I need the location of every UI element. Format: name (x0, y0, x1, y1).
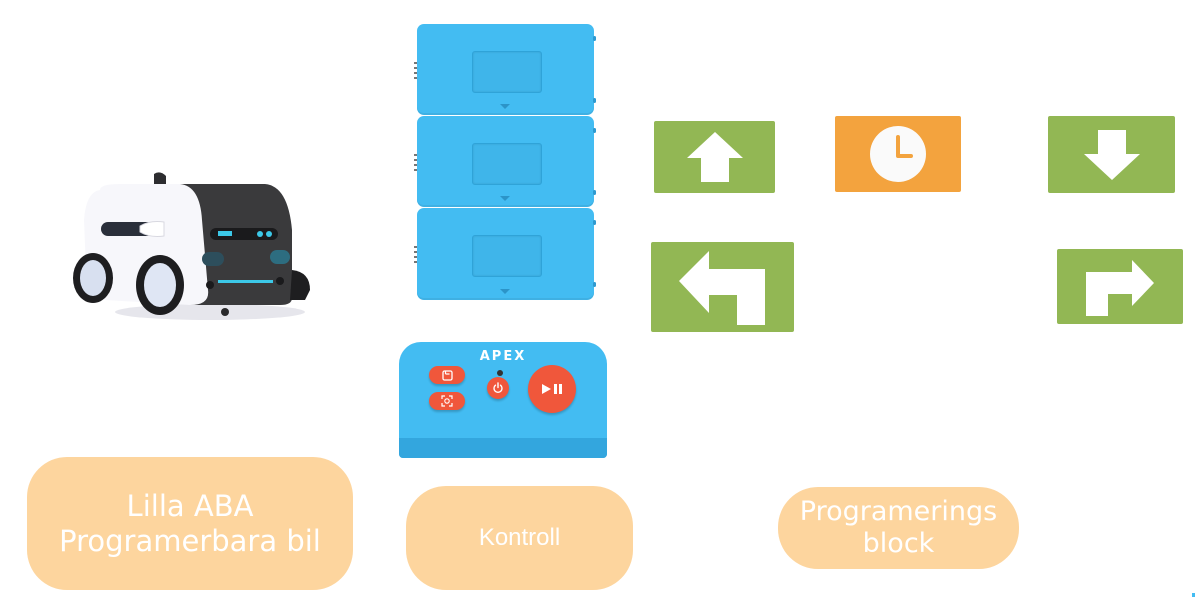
side-dot (593, 98, 596, 103)
save-icon (441, 369, 453, 381)
turn-right-block[interactable] (1057, 249, 1183, 324)
side-dot (593, 128, 596, 133)
arrow-down-icon (1083, 129, 1140, 180)
connector-arrow-icon (500, 104, 510, 109)
side-dot (593, 36, 596, 41)
robot-car-image (73, 172, 310, 320)
block-window (472, 143, 542, 185)
led-indicator-icon (497, 370, 503, 376)
side-dot (593, 220, 596, 225)
turn-left-icon (678, 251, 765, 325)
car-label-line2: Programerbara bil (59, 523, 321, 558)
scan-icon (441, 395, 453, 407)
forward-block[interactable] (654, 121, 775, 193)
power-icon (493, 382, 503, 394)
side-pins (414, 246, 417, 264)
blue-block-3 (414, 208, 596, 300)
play-pause-icon (542, 384, 562, 394)
controller-brand: APEX (479, 349, 527, 364)
corner-mark (1192, 593, 1195, 597)
controller-base (399, 438, 607, 458)
scan-button[interactable] (429, 392, 465, 410)
side-dot (593, 282, 596, 287)
backward-block[interactable] (1048, 116, 1175, 193)
side-pins (414, 62, 417, 80)
car-label: Lilla ABA Programerbara bil (27, 457, 353, 590)
block-window (472, 235, 542, 277)
side-dot (593, 190, 596, 195)
side-pins (414, 154, 417, 172)
blocks-label: Programerings block (778, 487, 1019, 569)
control-label-text: Kontroll (478, 523, 561, 551)
block-window (472, 51, 542, 93)
connector-arrow-icon (500, 196, 510, 201)
blocks-label-line2: block (862, 528, 935, 559)
turn-right-icon (1086, 259, 1154, 316)
play-pause-button[interactable] (528, 365, 576, 413)
control-label: Kontroll (406, 486, 633, 590)
wait-block[interactable] (835, 116, 961, 192)
turn-left-block[interactable] (651, 242, 794, 332)
power-button[interactable] (487, 377, 509, 399)
blue-block-2 (414, 116, 596, 207)
controller-device: APEX (399, 342, 607, 458)
save-button[interactable] (429, 366, 465, 384)
blue-block-1 (414, 24, 596, 115)
blocks-label-line1: Programerings (799, 495, 998, 527)
connector-arrow-icon (500, 289, 510, 294)
arrow-up-icon (686, 132, 743, 182)
clock-icon (870, 126, 926, 182)
car-label-line1: Lilla ABA (126, 488, 254, 523)
